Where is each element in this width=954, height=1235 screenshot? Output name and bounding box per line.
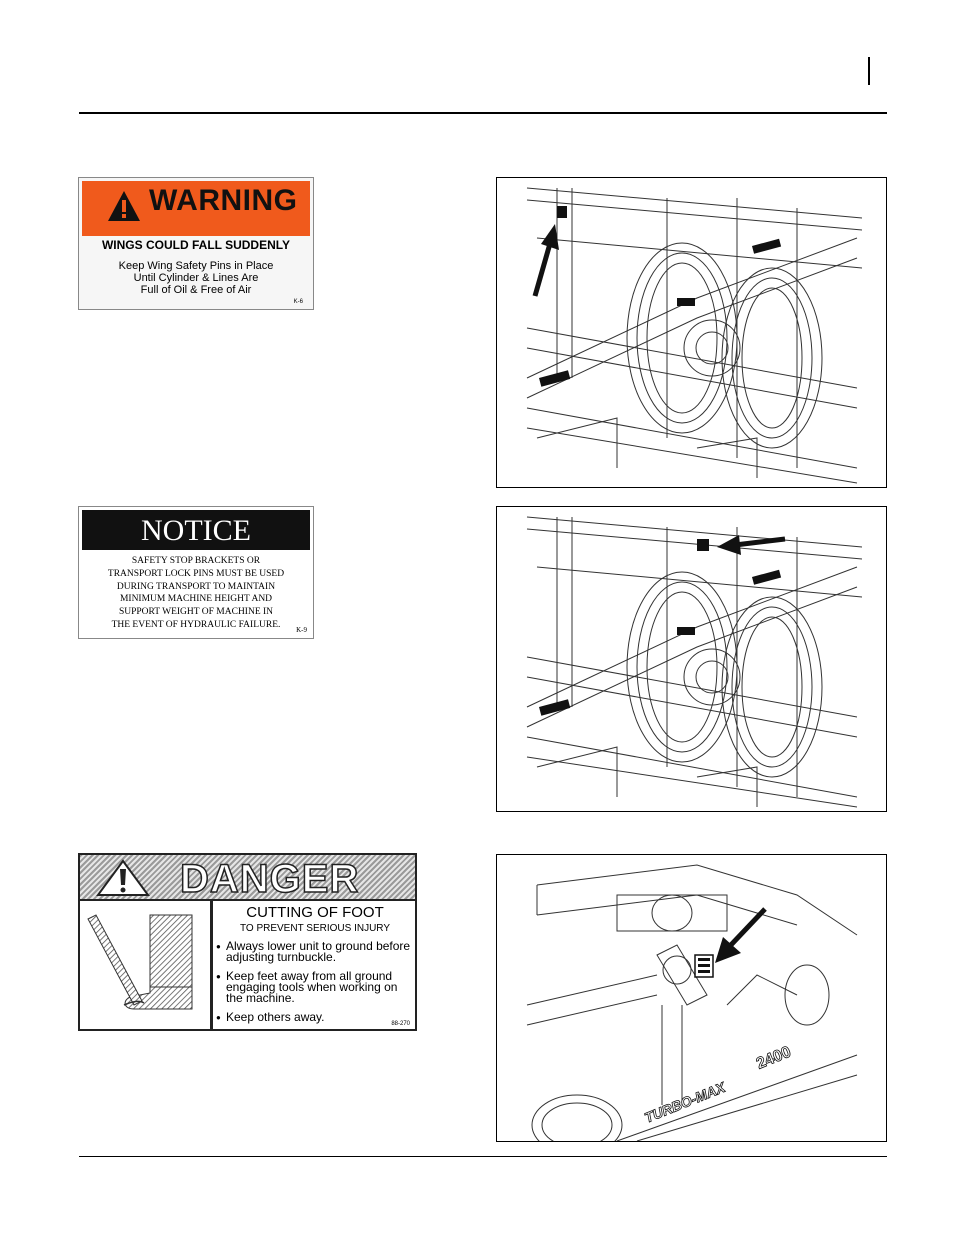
machine-line-drawing bbox=[526, 187, 863, 484]
danger-subheading: TO PREVENT SERIOUS INJURY bbox=[239, 923, 391, 934]
warning-code: K-6 bbox=[293, 299, 303, 305]
decal-marker bbox=[557, 206, 567, 218]
danger-title: DANGER bbox=[179, 856, 360, 902]
footer-rule bbox=[79, 1156, 887, 1157]
notice-body: SAFETY STOP BRACKETS OR TRANSPORT LOCK P… bbox=[79, 555, 313, 632]
figure-transport-decal-location bbox=[496, 506, 887, 812]
arrow-icon bbox=[717, 535, 786, 555]
danger-bullet-list: Always lower unit to ground before adjus… bbox=[216, 940, 415, 1029]
danger-divider bbox=[210, 899, 213, 1029]
machine-name-label: TURBO-MAX bbox=[642, 1078, 729, 1126]
decal-marker bbox=[677, 627, 695, 635]
figure-turnbuckle-decal-location: TURBO-MAX 2400 bbox=[496, 854, 887, 1142]
warning-triangle-icon bbox=[108, 191, 140, 221]
warning-body: Keep Wing Safety Pins in Place Until Cyl… bbox=[79, 260, 313, 296]
notice-decal: NOTICE SAFETY STOP BRACKETS OR TRANSPORT… bbox=[78, 506, 314, 639]
warning-line: Keep Wing Safety Pins in Place bbox=[118, 260, 274, 272]
arrow-icon bbox=[715, 907, 767, 963]
notice-line: SAFETY STOP BRACKETS OR bbox=[131, 556, 261, 566]
header-page-marker bbox=[868, 57, 870, 85]
notice-title: NOTICE bbox=[141, 514, 251, 547]
notice-line: MINIMUM MACHINE HEIGHT AND bbox=[119, 594, 273, 605]
machine-line-drawing: TURBO-MAX 2400 bbox=[526, 864, 858, 1141]
danger-bullet: Always lower unit to ground before adjus… bbox=[216, 940, 415, 963]
warning-subtitle: WINGS COULD FALL SUDDENLY bbox=[101, 238, 290, 252]
machine-line-drawing bbox=[526, 516, 863, 808]
warning-line: Until Cylinder & Lines Are bbox=[133, 272, 259, 284]
danger-bullet: Keep feet away from all ground engaging … bbox=[216, 970, 415, 1004]
notice-line: THE EVENT OF HYDRAULIC FAILURE. bbox=[111, 619, 281, 630]
header-rule bbox=[79, 112, 887, 114]
warning-line: Full of Oil & Free of Air bbox=[140, 284, 252, 296]
decal-marker bbox=[539, 370, 571, 387]
notice-code: K-9 bbox=[296, 626, 307, 634]
warning-title: WARNING bbox=[149, 184, 298, 217]
warning-decal: WARNING WINGS COULD FALL SUDDENLY Keep W… bbox=[78, 177, 314, 310]
arrow-icon bbox=[532, 224, 559, 297]
decal-marker bbox=[752, 569, 782, 585]
decal-marker bbox=[752, 238, 782, 254]
danger-bullet: Keep others away. bbox=[216, 1011, 415, 1023]
danger-heading: CUTTING OF FOOT bbox=[246, 904, 384, 921]
notice-line: SUPPORT WEIGHT OF MACHINE IN bbox=[118, 607, 274, 618]
decal-marker bbox=[539, 699, 571, 716]
danger-triangle-icon bbox=[96, 859, 150, 896]
decal-marker bbox=[697, 539, 709, 551]
danger-code: 88-270 bbox=[391, 1021, 410, 1027]
decal-marker bbox=[677, 298, 695, 306]
notice-line: TRANSPORT LOCK PINS MUST BE USED bbox=[107, 568, 285, 579]
machine-model-label: 2400 bbox=[754, 1044, 793, 1073]
notice-line: DURING TRANSPORT TO MAINTAIN bbox=[116, 581, 276, 592]
figure-wing-decal-location bbox=[496, 177, 887, 488]
danger-decal: DANGER CUTTING OF FOOT TO PREVENT SERIOU… bbox=[78, 853, 417, 1031]
foot-cutting-pictogram-icon bbox=[87, 914, 193, 1010]
notice-band: NOTICE bbox=[82, 510, 310, 550]
